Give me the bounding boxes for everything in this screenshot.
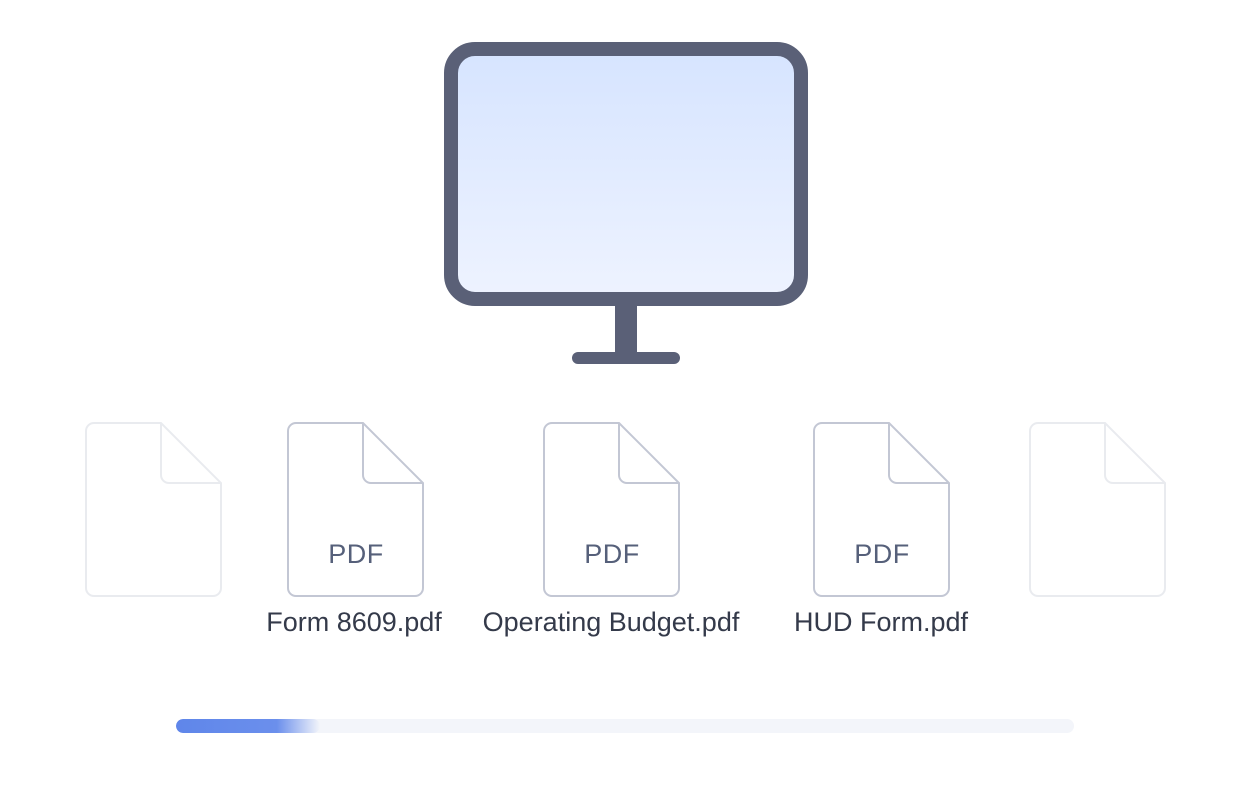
file-name-label: Operating Budget.pdf xyxy=(482,607,740,637)
upload-progress-fill xyxy=(176,719,320,733)
file-type-label: PDF xyxy=(854,539,910,569)
file-icon xyxy=(1028,420,1168,600)
file-type-label: PDF xyxy=(584,539,640,569)
file-type-label: PDF xyxy=(328,539,384,569)
file-name-label: Form 8609.pdf xyxy=(266,607,442,637)
file-icon xyxy=(84,420,224,600)
file-name-label: HUD Form.pdf xyxy=(793,607,969,637)
monitor-icon xyxy=(444,42,808,366)
pdf-file-icon[interactable]: PDF xyxy=(542,420,682,600)
pdf-file-icon[interactable]: PDF xyxy=(812,420,952,600)
pdf-file-icon[interactable]: PDF xyxy=(286,420,426,600)
upload-progress-bar xyxy=(176,719,1074,733)
